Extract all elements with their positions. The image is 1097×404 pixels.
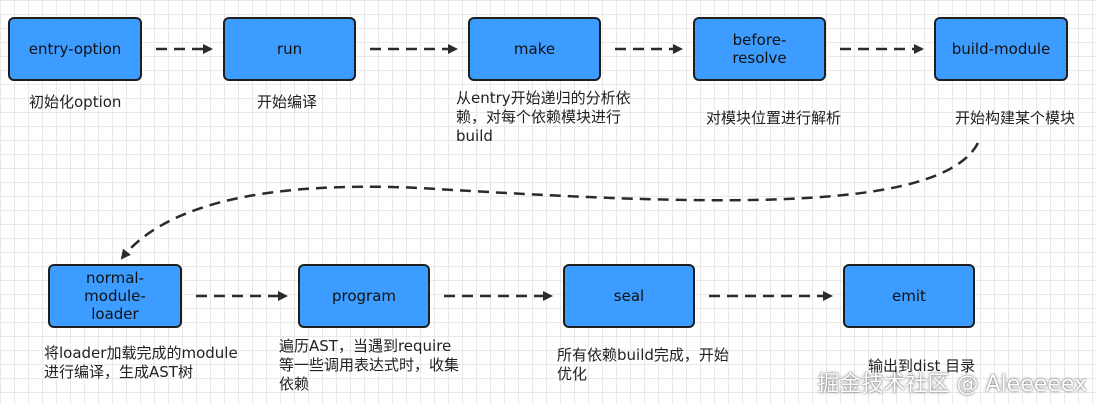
node-caption: 初始化option: [29, 93, 122, 111]
node-caption: 对模块位置进行解析: [706, 109, 842, 127]
node-seal: seal: [563, 264, 695, 328]
node-make: make: [468, 17, 601, 81]
node-caption: 开始构建某个模块: [955, 109, 1076, 127]
node-normal-module-loader: normal-module-loader: [48, 264, 182, 328]
node-caption: 输出到dist 目录: [868, 357, 976, 375]
watermark: 掘金技术社区 @ Aleeeeex: [817, 372, 1087, 397]
node-run: run: [223, 17, 356, 81]
node-emit: emit: [843, 264, 975, 328]
node-caption: 开始编译: [257, 93, 318, 111]
node-build-module: build-module: [934, 17, 1068, 81]
node-caption: 所有依赖build完成，开始优化: [557, 346, 729, 383]
node-entry-option: entry-option: [8, 17, 142, 81]
flow-arrow: [120, 142, 980, 260]
node-before-resolve: before-resolve: [693, 17, 826, 81]
node-program: program: [298, 264, 430, 328]
